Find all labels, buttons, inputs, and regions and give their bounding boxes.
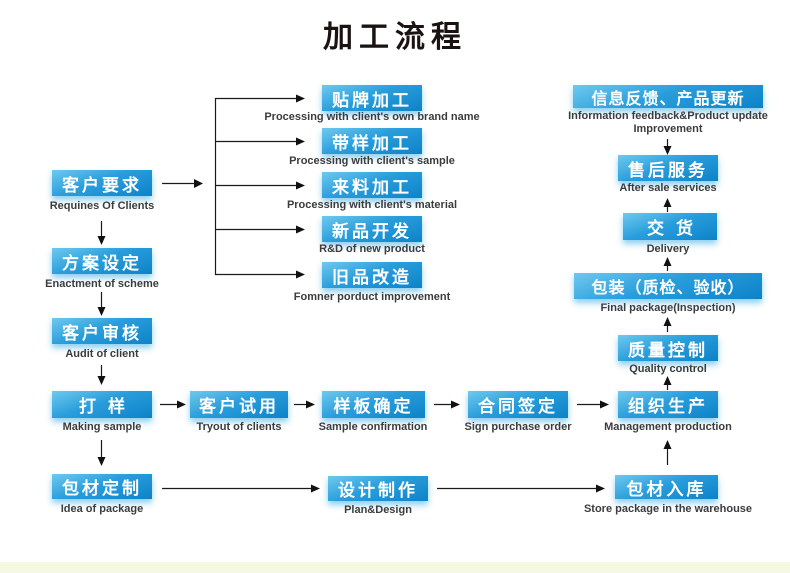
arrow-branch-to-with-sample bbox=[215, 137, 305, 146]
node-production: 组织生产 bbox=[618, 391, 718, 418]
arrow-contract-to-production bbox=[577, 400, 609, 409]
arrow-branch-to-old-product bbox=[215, 270, 305, 279]
arrow-sample-confirm-to-contract bbox=[434, 400, 460, 409]
label-audit: Audit of client bbox=[65, 348, 139, 360]
arrow-audit-to-sample bbox=[97, 365, 106, 385]
label-tryout: Tryout of clients bbox=[196, 421, 282, 433]
arrow-client-request-to-branch-trunk bbox=[162, 179, 203, 188]
arrow-branch-to-new-product bbox=[215, 225, 305, 234]
label-contract: Sign purchase order bbox=[464, 421, 572, 433]
node-contract: 合同签定 bbox=[468, 391, 568, 418]
arrow-feedback-to-after-sale bbox=[663, 139, 672, 155]
node-package-custom: 包材定制 bbox=[52, 474, 152, 499]
node-feedback: 信息反馈、产品更新 bbox=[573, 85, 763, 108]
label-quality: Quality control bbox=[629, 363, 707, 375]
node-audit: 客户审核 bbox=[52, 318, 152, 344]
node-design: 设计制作 bbox=[328, 476, 428, 501]
node-with-material-processing: 来料加工 bbox=[322, 172, 422, 198]
label-oem-processing: Processing with client's own brand name bbox=[264, 111, 480, 123]
node-warehouse: 包材入库 bbox=[615, 475, 718, 499]
label-package-custom: Idea of package bbox=[60, 503, 144, 515]
label-new-product: R&D of new product bbox=[319, 243, 425, 255]
arrow-client-request-to-scheme bbox=[97, 221, 106, 245]
arrow-package-custom-to-design bbox=[162, 484, 320, 493]
label-scheme: Enactment of scheme bbox=[45, 278, 159, 290]
node-client-request: 客户要求 bbox=[52, 170, 152, 196]
arrow-tryout-to-sample-confirm bbox=[294, 400, 315, 409]
arrow-scheme-to-audit bbox=[97, 292, 106, 316]
label-final-package: Final package(Inspection) bbox=[600, 302, 736, 314]
arrow-design-to-warehouse bbox=[437, 484, 605, 493]
node-after-sale: 售后服务 bbox=[618, 155, 718, 181]
label-sample: Making sample bbox=[62, 421, 142, 433]
node-old-product: 旧品改造 bbox=[322, 262, 422, 288]
node-with-sample-processing: 带样加工 bbox=[322, 128, 422, 154]
label-design: Plan&Design bbox=[344, 504, 412, 516]
node-new-product: 新品开发 bbox=[322, 216, 422, 242]
arrow-warehouse-to-production bbox=[663, 440, 672, 465]
label-client-request: Requines Of Clients bbox=[49, 200, 155, 212]
arrow-branch-to-oem bbox=[215, 94, 305, 103]
arrow-delivery-to-after-sale bbox=[663, 198, 672, 212]
node-tryout: 客户试用 bbox=[190, 391, 288, 418]
node-scheme: 方案设定 bbox=[52, 248, 152, 274]
label-with-sample-processing: Processing with client's sample bbox=[289, 155, 455, 167]
arrow-production-to-quality bbox=[663, 376, 672, 390]
label-old-product: Fomner porduct improvement bbox=[293, 291, 451, 303]
node-sample-confirm: 样板确定 bbox=[322, 391, 425, 418]
label-sample-confirm: Sample confirmation bbox=[318, 421, 428, 433]
node-final-package: 包装（质检、验收） bbox=[574, 273, 762, 299]
label-after-sale: After sale services bbox=[619, 182, 717, 194]
node-oem-processing: 贴牌加工 bbox=[322, 85, 422, 111]
label-delivery: Delivery bbox=[646, 243, 690, 255]
arrow-branch-to-with-material bbox=[215, 181, 305, 190]
node-delivery: 交货 bbox=[623, 213, 717, 240]
label-with-material-processing: Processing with client's material bbox=[286, 199, 458, 211]
label-warehouse: Store package in the warehouse bbox=[583, 503, 753, 515]
node-sample: 打样 bbox=[52, 391, 152, 418]
arrow-final-package-to-delivery bbox=[663, 257, 672, 271]
label-production: Management production bbox=[604, 421, 732, 433]
node-quality: 质量控制 bbox=[618, 335, 718, 361]
arrow-sample-to-tryout bbox=[160, 400, 186, 409]
page-title: 加工流程 bbox=[323, 21, 467, 54]
arrow-quality-to-final-package bbox=[663, 317, 672, 332]
arrow-sample-to-package-custom bbox=[97, 440, 106, 466]
label-feedback: Information feedback&Product update Impr… bbox=[568, 110, 768, 136]
footer-strip bbox=[0, 562, 790, 573]
